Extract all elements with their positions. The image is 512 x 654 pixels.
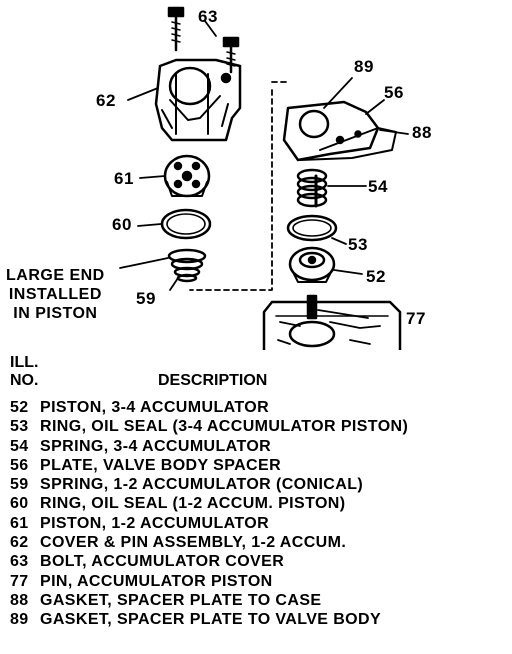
legend-row: 88 GASKET, SPACER PLATE TO CASE xyxy=(10,591,510,610)
callout-53: 53 xyxy=(348,235,368,254)
legend-description: BOLT, ACCUMULATOR COVER xyxy=(40,553,285,571)
legend-row: 60 RING, OIL SEAL (1-2 ACCUM. PISTON) xyxy=(10,494,510,513)
valve-body-with-pin-77 xyxy=(262,294,402,350)
legend-number: 62 xyxy=(10,534,29,552)
legend-description: PISTON, 1-2 ACCUMULATOR xyxy=(40,514,270,532)
legend-description: RING, OIL SEAL (3-4 ACCUMULATOR PISTON) xyxy=(40,418,409,436)
legend-number: 54 xyxy=(10,437,29,455)
callout-88: 88 xyxy=(412,123,432,142)
legend-description: PIN, ACCUMULATOR PISTON xyxy=(40,572,273,590)
cover-62 xyxy=(154,58,242,142)
spring-59 xyxy=(167,248,207,283)
legend-description: GASKET, SPACER PLATE TO CASE xyxy=(40,591,322,609)
legend-number: 88 xyxy=(10,591,29,609)
callout-63: 63 xyxy=(198,7,218,26)
spacer-plate-56 xyxy=(282,100,397,162)
ring-53 xyxy=(286,214,338,242)
legend-number: 53 xyxy=(10,418,29,436)
legend-description: PISTON, 3-4 ACCUMULATOR xyxy=(40,399,270,416)
callout-61: 61 xyxy=(114,169,134,188)
legend-description: GASKET, SPACER PLATE TO VALVE BODY xyxy=(40,611,382,629)
legend-header-description: DESCRIPTION xyxy=(158,372,268,389)
piston-61 xyxy=(163,154,211,198)
legend-row: 52 PISTON, 3-4 ACCUMULATOR xyxy=(10,398,510,417)
callout-89: 89 xyxy=(354,57,374,76)
callout-54: 54 xyxy=(368,177,388,196)
large-end-note-line: LARGE END xyxy=(6,267,105,284)
legend-header: ILL. NO. DESCRIPTION xyxy=(10,354,267,390)
spring-54 xyxy=(296,168,328,208)
legend-number: 59 xyxy=(10,476,29,494)
legend-row: 62 COVER & PIN ASSEMBLY, 1-2 ACCUM. xyxy=(10,533,510,552)
callout-52: 52 xyxy=(366,267,386,286)
legend-row: 56 PLATE, VALVE BODY SPACER xyxy=(10,456,510,475)
legend-row: 63 BOLT, ACCUMULATOR COVER xyxy=(10,552,510,571)
legend-description: SPRING, 1-2 ACCUMULATOR (CONICAL) xyxy=(40,476,364,494)
callout-77: 77 xyxy=(406,309,426,328)
legend-description: COVER & PIN ASSEMBLY, 1-2 ACCUM. xyxy=(40,534,347,552)
large-end-note: LARGE END INSTALLED IN PISTON xyxy=(6,266,105,323)
callout-56: 56 xyxy=(384,83,404,102)
legend-number: 63 xyxy=(10,553,29,571)
ring-60 xyxy=(160,208,212,240)
parts-drawing xyxy=(119,6,409,350)
legend-row: 59 SPRING, 1-2 ACCUMULATOR (CONICAL) xyxy=(10,475,510,494)
piston-52 xyxy=(288,246,336,283)
bolt-63-right xyxy=(222,36,240,74)
legend-description: PLATE, VALVE BODY SPACER xyxy=(40,456,282,474)
callout-60: 60 xyxy=(112,215,132,234)
callout-59: 59 xyxy=(136,289,156,308)
legend-row: 53 RING, OIL SEAL (3-4 ACCUMULATOR PISTON… xyxy=(10,417,510,436)
large-end-note-line: INSTALLED xyxy=(8,286,102,303)
legend-row: 77 PIN, ACCUMULATOR PISTON xyxy=(10,572,510,591)
legend-number: 61 xyxy=(10,514,29,532)
bolt-63-left xyxy=(167,6,185,52)
legend-number: 77 xyxy=(10,572,29,590)
legend-row: 89 GASKET, SPACER PLATE TO VALVE BODY xyxy=(10,610,510,629)
callout-62: 62 xyxy=(96,91,116,110)
legend-header-ill: ILL. xyxy=(10,354,39,371)
large-end-note-line: IN PISTON xyxy=(13,305,98,322)
legend-number: 52 xyxy=(10,399,29,416)
legend-number: 89 xyxy=(10,611,29,629)
legend-description: RING, OIL SEAL (1-2 ACCUM. PISTON) xyxy=(40,495,346,513)
legend-header-no: NO. xyxy=(10,372,39,389)
legend-number: 56 xyxy=(10,456,29,474)
legend-row: 61 PISTON, 1-2 ACCUMULATOR xyxy=(10,514,510,533)
legend-row: 54 SPRING, 3-4 ACCUMULATOR xyxy=(10,437,510,456)
legend-number: 60 xyxy=(10,495,29,513)
legend-description: SPRING, 3-4 ACCUMULATOR xyxy=(40,437,272,455)
